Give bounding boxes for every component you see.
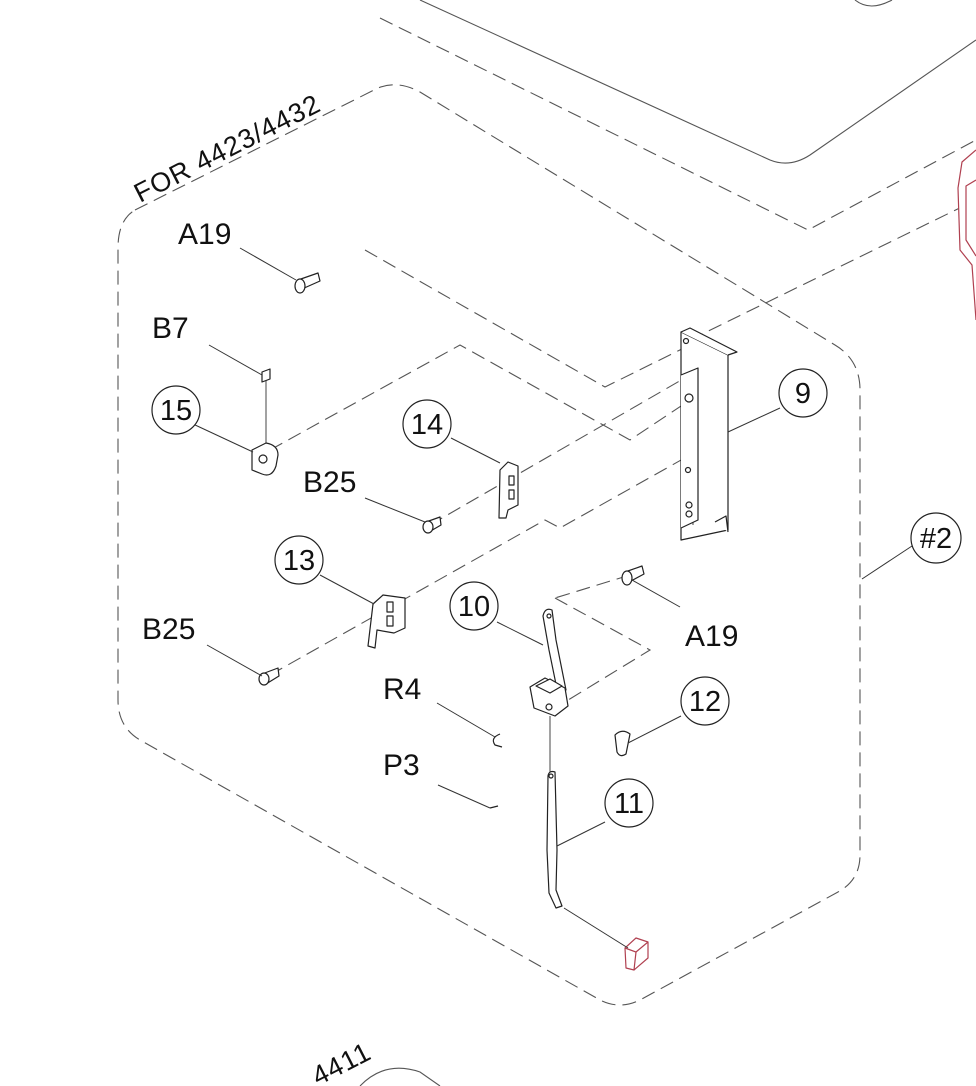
callout-12-text: 12 <box>689 686 721 718</box>
edge-part-highlight <box>957 149 976 321</box>
part-12-clip <box>614 730 631 757</box>
label-p3: P3 <box>383 749 420 782</box>
group-boundary-for-4423-4432 <box>117 84 861 1006</box>
label-a19-right: A19 <box>685 620 738 653</box>
callout-13: 13 <box>274 535 324 585</box>
callout-13-text: 13 <box>283 545 315 577</box>
group-label-main: FOR 4423/4432 <box>129 88 325 208</box>
background-assembly-outline <box>379 0 976 341</box>
screw-b25-lower <box>258 667 280 686</box>
leader-lines <box>192 247 913 949</box>
part-15-cam <box>251 442 279 476</box>
bottom-group-boundary <box>359 1067 441 1086</box>
screw-b25-upper <box>422 516 442 534</box>
part-11-rod <box>546 770 563 909</box>
callout-11-text: 11 <box>614 788 644 820</box>
callout-15-text: 15 <box>160 395 192 427</box>
part-13-plate <box>367 594 406 649</box>
callout-10-text: 10 <box>458 591 490 623</box>
label-b7: B7 <box>152 312 189 345</box>
callout-9: 9 <box>778 368 828 418</box>
callout-group-2-text: #2 <box>920 523 952 555</box>
part-11-tip-highlight <box>624 937 649 971</box>
callout-11: 11 <box>604 778 654 828</box>
label-b25-upper: B25 <box>303 466 356 499</box>
assembly-guide-lines <box>269 249 691 706</box>
callout-15: 15 <box>151 385 201 435</box>
label-b25-lower: B25 <box>142 613 195 646</box>
screw-b7 <box>261 368 271 445</box>
callout-group-2: #2 <box>910 512 962 564</box>
label-r4: R4 <box>383 673 421 706</box>
label-a19-top: A19 <box>178 218 231 251</box>
group-label-bottom: 4411 <box>307 1036 376 1086</box>
callout-9-text: 9 <box>795 378 811 410</box>
p3-pin <box>489 805 499 809</box>
part-9-bracket <box>680 327 738 541</box>
callout-10: 10 <box>449 581 499 631</box>
r4-ring <box>492 733 503 748</box>
callout-14: 14 <box>402 399 452 449</box>
part-14-plate <box>498 461 519 519</box>
screw-a19-top <box>294 272 321 294</box>
callout-12: 12 <box>680 676 730 726</box>
part-10-lever <box>529 608 569 773</box>
screw-a19-right <box>621 565 645 586</box>
callout-14-text: 14 <box>411 409 443 441</box>
